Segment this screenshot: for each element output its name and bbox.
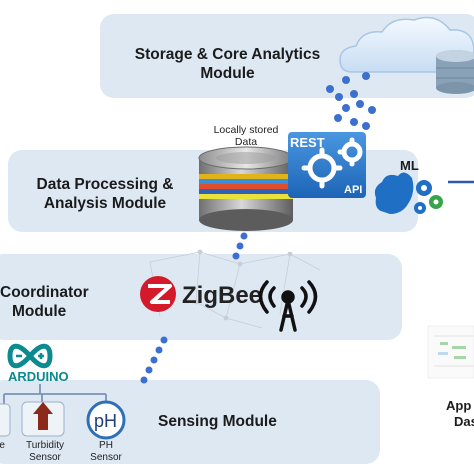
sensor-label-turbidity: Turbidity Sensor: [26, 440, 64, 463]
zigbee-logo-icon: ZigBee: [140, 276, 262, 312]
coordinator-layer-title: Coordinator Module: [0, 284, 89, 320]
sensor-connector-lines: [3, 384, 107, 404]
connection-dots-sensing-zigbee: [140, 336, 168, 384]
database-caption: Locally stored Data: [213, 124, 279, 149]
sensor-label-ph: PH Sensor: [90, 440, 122, 463]
svg-text:API: API: [344, 184, 362, 196]
database-icon: [198, 146, 294, 231]
ml-label: ML: [400, 158, 419, 173]
wireless-antenna-icon: [258, 280, 318, 332]
arduino-logo-icon: ARDUINO: [7, 343, 69, 384]
svg-text:REST: REST: [290, 135, 325, 150]
processing-layer-title: Data Processing & Analysis Module: [36, 176, 174, 212]
svg-text:ZigBee: ZigBee: [182, 282, 262, 309]
connection-dots-zigbee-db: [232, 232, 248, 260]
connection-dots-cloud-api: [326, 72, 376, 130]
ph-sensor-icon: pH: [86, 400, 126, 440]
svg-text:ARDUINO: ARDUINO: [8, 369, 69, 384]
sensing-layer-title: Sensing Module: [158, 413, 277, 430]
coordinator-layer: [0, 254, 402, 340]
sensor-label-partial: re: [0, 440, 5, 451]
sensor-icon-partial: [0, 403, 11, 437]
svg-text:pH: pH: [94, 411, 117, 431]
turbidity-sensor-icon: [21, 401, 65, 437]
ml-brain-icon: [374, 172, 443, 214]
cloud-database-icon: [339, 16, 474, 94]
rest-api-icon: REST API: [288, 132, 366, 198]
app-dashboard-label: App Das: [446, 398, 474, 429]
dashboard-thumbnail: [427, 325, 474, 379]
storage-layer-title: Storage & Core Analytics Module: [134, 46, 321, 82]
